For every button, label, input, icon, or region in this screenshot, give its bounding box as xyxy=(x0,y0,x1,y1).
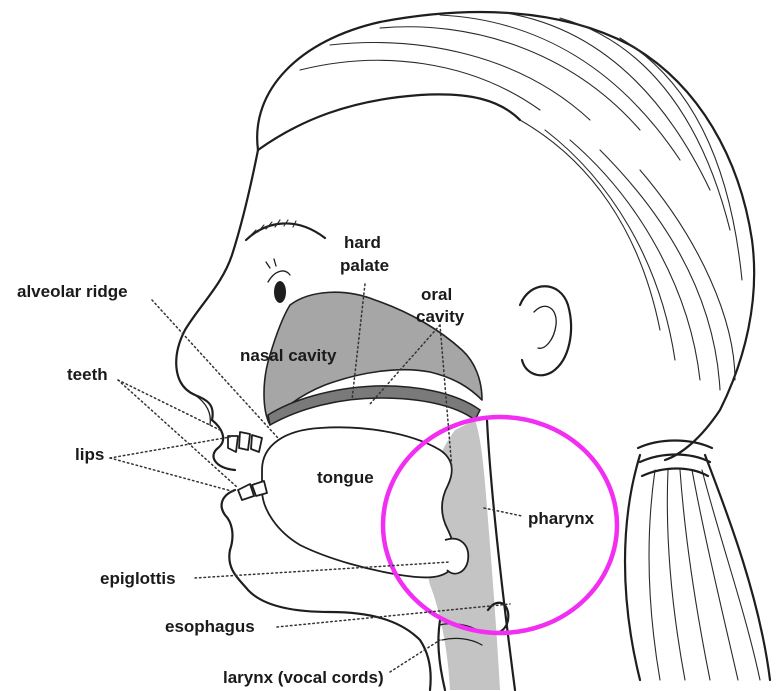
label-lips: lips xyxy=(75,445,104,464)
epiglottis-shape xyxy=(445,539,468,574)
label-tongue: tongue xyxy=(317,468,374,487)
label-pharynx: pharynx xyxy=(528,509,595,528)
label-teeth: teeth xyxy=(67,365,108,384)
label-oral-cavity-line2: cavity xyxy=(416,307,465,326)
label-alveolar-ridge: alveolar ridge xyxy=(17,282,128,301)
tongue-shape xyxy=(262,427,455,577)
label-esophagus: esophagus xyxy=(165,617,255,636)
label-hard-palate-line1: hard xyxy=(344,233,381,252)
ear-illustration xyxy=(520,286,571,375)
label-larynx: larynx (vocal cords) xyxy=(223,668,384,687)
label-epiglottis: epiglottis xyxy=(100,569,176,588)
label-nasal-cavity: nasal cavity xyxy=(240,346,337,365)
label-hard-palate-line2: palate xyxy=(340,256,389,275)
label-oral-cavity-line1: oral xyxy=(421,285,452,304)
